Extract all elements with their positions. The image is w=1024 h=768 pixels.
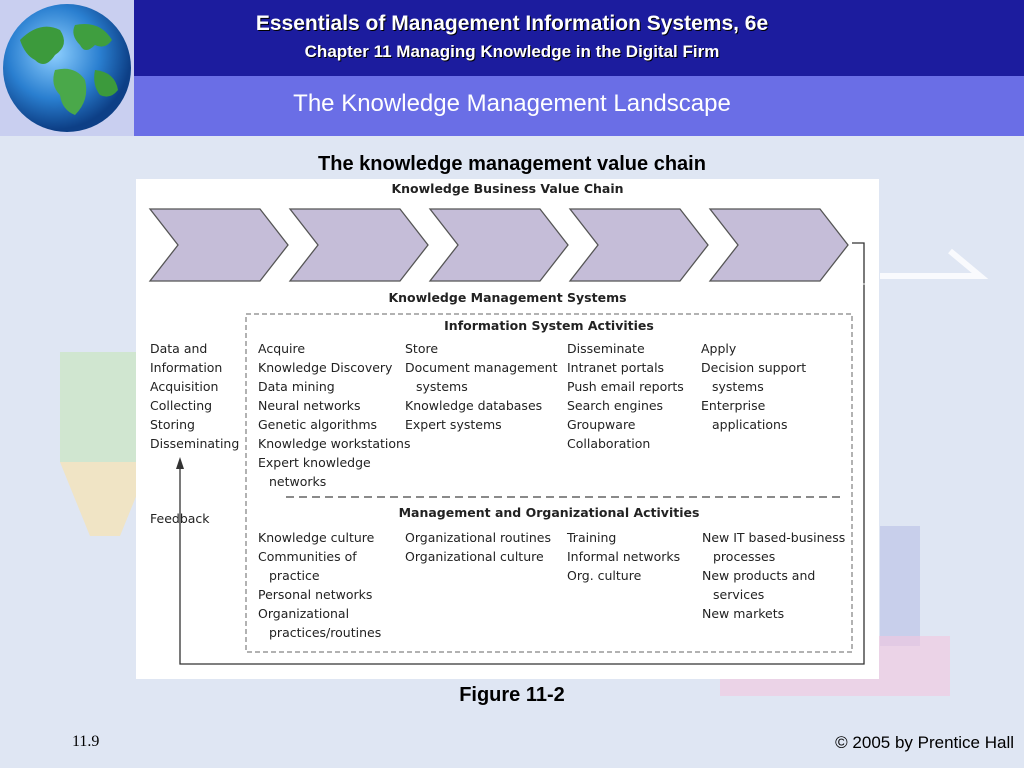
stage-item: systems — [712, 379, 764, 394]
stage-disseminate-is: Disseminate Intranet portals Push email … — [567, 339, 684, 453]
stage-item: Organizational — [258, 606, 350, 621]
stage-store-moa: Organizational routines Organizational c… — [405, 528, 551, 566]
stage-item: Decision support — [701, 360, 807, 375]
stage-item: Organizational routines — [405, 530, 551, 545]
stage-item: applications — [712, 417, 788, 432]
stage-item: practices/routines — [269, 625, 382, 640]
feedback-arrowhead — [176, 457, 184, 469]
stage-apply-moa: New IT based-business processes New prod… — [702, 528, 845, 623]
chevron-4 — [568, 208, 709, 282]
column-item: Storing — [150, 417, 195, 432]
chevron-1 — [148, 208, 289, 282]
stage-heading: Store — [405, 341, 439, 356]
is-activities-label: Information System Activities — [444, 318, 654, 333]
column-item: Collecting — [150, 398, 213, 413]
chapter-title: Chapter 11 Managing Knowledge in the Dig… — [304, 42, 720, 61]
stage-item: Push email reports — [567, 379, 684, 394]
stage-item: processes — [713, 549, 776, 564]
stage-item: Knowledge databases — [405, 398, 543, 413]
stage-acquire-moa: Knowledge culture Communities of practic… — [258, 528, 381, 642]
figure-caption: Figure 11-2 — [459, 684, 565, 706]
globe-logo-box — [0, 0, 134, 136]
section-title: The Knowledge Management Landscape — [293, 90, 731, 117]
kms-label: Knowledge Management Systems — [388, 290, 627, 305]
moa-label: Management and Organizational Activities — [398, 505, 700, 520]
stage-heading: Acquire — [258, 341, 306, 356]
stage-item: Expert knowledge — [258, 455, 371, 470]
stage-item: Communities of — [258, 549, 357, 564]
data-acquisition-column: Data and Information Acquisition Collect… — [150, 339, 239, 453]
stage-item: Data mining — [258, 379, 335, 394]
stage-item: Document management — [405, 360, 558, 375]
stage-heading: Apply — [701, 341, 737, 356]
stage-item: Collaboration — [567, 436, 651, 451]
value-chain-label: Knowledge Business Value Chain — [391, 181, 624, 196]
stage-item: Organizational culture — [405, 549, 544, 564]
stage-item: systems — [416, 379, 468, 394]
stage-item: Knowledge Discovery — [258, 360, 393, 375]
stage-item: Search engines — [567, 398, 664, 413]
column-heading-line: Data and — [150, 341, 208, 356]
stage-item: Enterprise — [701, 398, 766, 413]
column-heading-line: Information — [150, 360, 223, 375]
chevron-5 — [708, 208, 849, 282]
column-heading-line: Acquisition — [150, 379, 219, 394]
feedback-loop-line — [179, 242, 865, 665]
stage-item: New IT based-business — [702, 530, 846, 545]
stage-item: Knowledge workstations — [258, 436, 411, 451]
value-chain-diagram — [136, 208, 879, 665]
chevron-3 — [428, 208, 569, 282]
stage-item: Groupware — [567, 417, 636, 432]
figure-panel: Knowledge Business Value Chain Knowledge… — [136, 179, 879, 679]
globe-icon — [3, 4, 131, 132]
stage-item: Informal networks — [567, 549, 681, 564]
book-title: Essentials of Management Information Sys… — [255, 12, 769, 35]
stage-item: Genetic algorithms — [258, 417, 378, 432]
stage-heading: Disseminate — [567, 341, 645, 356]
stage-item: New products and — [702, 568, 816, 583]
stage-item: services — [713, 587, 765, 602]
column-item: Disseminating — [150, 436, 240, 451]
stage-item: Knowledge culture — [258, 530, 375, 545]
stage-item: Intranet portals — [567, 360, 665, 375]
subheader-bar — [134, 76, 1024, 136]
stage-item: practice — [269, 568, 320, 583]
copyright-notice: © 2005 by Prentice Hall — [835, 733, 1014, 752]
figure-heading: The knowledge management value chain — [318, 153, 706, 175]
stage-disseminate-moa: Training Informal networks Org. culture — [567, 528, 680, 585]
slide-number: 11.9 — [72, 733, 100, 750]
stage-item: Expert systems — [405, 417, 502, 432]
stage-item: Org. culture — [567, 568, 642, 583]
stage-item: Neural networks — [258, 398, 361, 413]
stage-apply-is: Apply Decision support systems Enterpris… — [701, 339, 806, 434]
feedback-label: Feedback — [150, 511, 210, 526]
chevron-2 — [288, 208, 429, 282]
stage-item: networks — [269, 474, 327, 489]
header-bar — [134, 0, 1024, 76]
stage-acquire-is: Acquire Knowledge Discovery Data mining … — [258, 339, 410, 491]
stage-item: Personal networks — [258, 587, 373, 602]
stage-item: New markets — [702, 606, 785, 621]
stage-store-is: Store Document management systems Knowle… — [405, 339, 557, 434]
stage-item: Training — [567, 530, 617, 545]
